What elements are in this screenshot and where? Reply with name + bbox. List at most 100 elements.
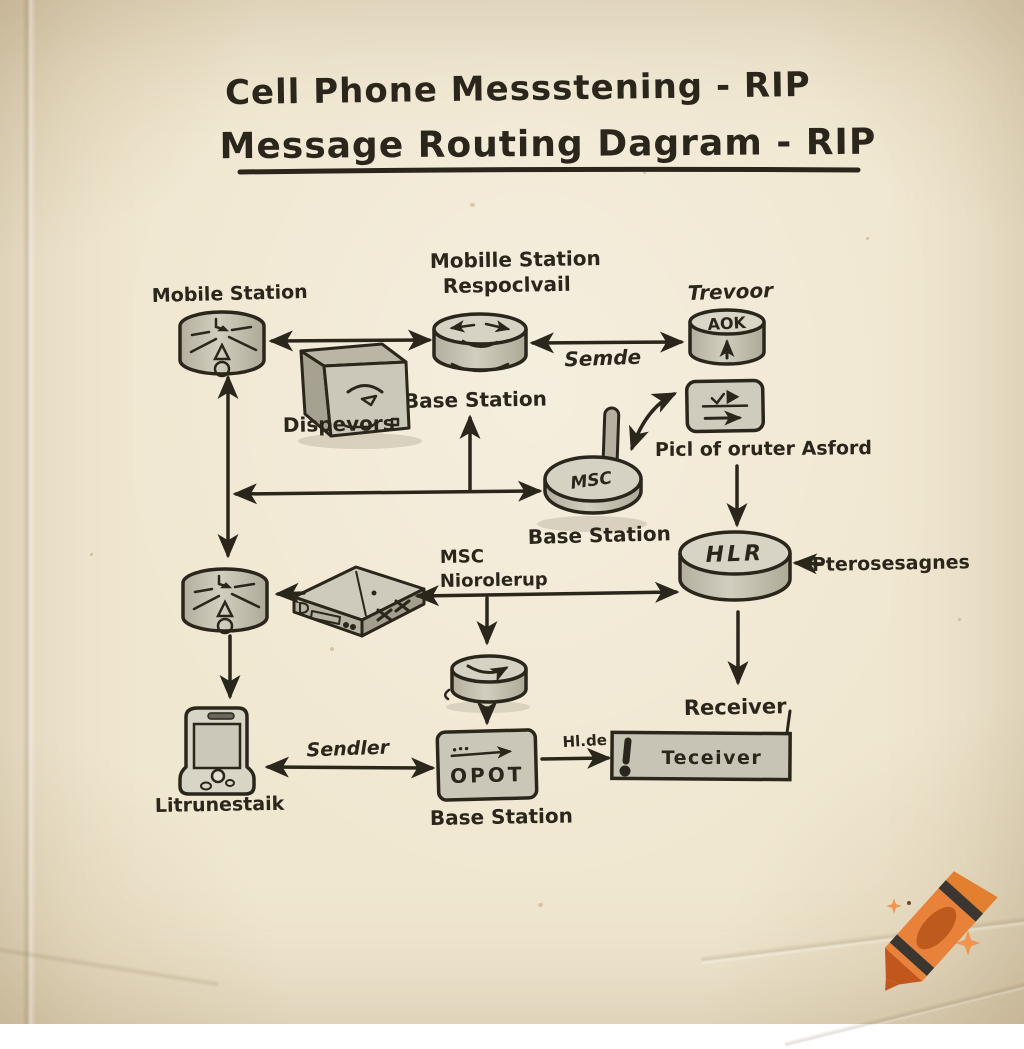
label-opot-face: OPOT — [450, 762, 525, 788]
label-central-router-line1: Mobille Station — [430, 246, 601, 273]
stroke — [444, 688, 451, 701]
node-mobile-station-top — [178, 310, 266, 378]
cylinder-top-face — [678, 530, 792, 576]
label-picl-of-oruter-asford: Picl of oruter Asford — [655, 437, 872, 461]
stroke — [299, 602, 309, 614]
paper-speck — [90, 553, 93, 556]
stroke — [390, 417, 400, 427]
crayon-cap — [944, 871, 998, 916]
node-ports-box — [684, 378, 766, 434]
stroke — [484, 320, 511, 333]
label-aok: AOK — [707, 313, 747, 334]
arrow-msc-to-ports-box — [629, 392, 678, 452]
arrow-router-to-trevoor — [529, 331, 685, 354]
speck-dot — [907, 901, 911, 905]
dome-top-face — [543, 455, 643, 503]
crayon-tip-point — [885, 978, 899, 991]
dial-symbols-icon — [189, 317, 258, 378]
crayon-icon — [884, 871, 998, 991]
shadow — [298, 433, 422, 449]
rotate-arrow-icon — [466, 664, 509, 682]
stroke — [230, 592, 261, 609]
stroke — [233, 582, 256, 589]
label-hlr-face: HLR — [705, 541, 764, 568]
arrows — [217, 329, 824, 779]
node-spool-cylinder — [444, 654, 530, 713]
stroke — [340, 420, 378, 429]
stroke — [192, 594, 221, 611]
stroke — [216, 617, 234, 635]
cylinder-top-face — [688, 308, 766, 336]
label-base-station-msc: Base Station — [528, 521, 672, 549]
crayon-stripe-bottom — [889, 934, 935, 976]
router-arrows-icon — [449, 320, 511, 373]
router-top-face — [432, 312, 528, 346]
arrow-bus-to-msc — [232, 480, 543, 505]
crayon-tip — [884, 947, 923, 985]
node-opot-box: OPOT — [435, 728, 539, 802]
stroke — [350, 624, 356, 630]
front-ports-icon — [299, 602, 356, 630]
label-pterosesagnes: Pterosesagnes — [812, 551, 970, 576]
crayon-oval — [916, 906, 957, 950]
paper-speck — [330, 647, 334, 651]
teceiver-box-icon — [610, 730, 792, 782]
label-base-station-opot: Base Station — [430, 804, 573, 830]
stroke — [190, 330, 211, 337]
node-phone — [178, 706, 256, 796]
inner-arrow-icon — [450, 746, 513, 759]
node-central-router — [432, 312, 528, 373]
label-trevoor: Trevoor — [687, 278, 774, 305]
label-msc-link-line1: MSC — [440, 546, 484, 568]
arrow-phone-to-opot — [264, 756, 436, 779]
stroke — [193, 587, 214, 594]
title-line-1: Cell Phone Messstening - RIP — [225, 65, 811, 113]
node-msc-dome: MSC — [537, 406, 647, 532]
speaker-glyph-icon — [340, 384, 400, 429]
stroke — [343, 622, 349, 628]
stroke — [701, 404, 749, 408]
stroke — [452, 748, 457, 752]
stroke — [461, 339, 499, 348]
crayon-stripe-top — [938, 880, 984, 922]
stroke — [189, 337, 218, 354]
phone-button — [225, 779, 235, 787]
crayon-collar — [884, 942, 927, 982]
stroke — [394, 599, 411, 613]
shadow — [537, 516, 647, 532]
title-line-2: Message Routing Dagram - RIP — [219, 122, 876, 168]
node-dispevors-box — [298, 342, 422, 449]
stroke — [376, 608, 393, 622]
title-underline — [237, 166, 861, 175]
label-mobile-station-top: Mobile Station — [152, 281, 308, 307]
label-msc-link-line2: Niorolerup — [440, 569, 548, 592]
label-hlde: Hl.de — [562, 731, 607, 751]
stroke — [310, 610, 341, 625]
paper-speck — [643, 171, 646, 174]
paper-speck — [470, 203, 475, 207]
arrow-mobile-to-router — [268, 329, 433, 352]
stroke — [346, 384, 384, 394]
routing-diagram-canvas: Cell Phone Messstening - RIP Message Rou… — [152, 65, 998, 991]
label-base-station-router: Base Station — [404, 387, 547, 413]
stroke — [726, 389, 740, 405]
paper-speck — [958, 618, 961, 621]
title-block: Cell Phone Messstening - RIP Message Rou… — [219, 65, 876, 175]
stroke — [710, 392, 726, 406]
arrow-note-to-hlr — [792, 553, 824, 575]
label-litrunestaik: Litrunestaik — [155, 793, 285, 817]
label-semde: Semde — [564, 345, 641, 372]
arrow-switch-to-mobile-left — [274, 582, 306, 604]
arrow-switch-to-hlr — [414, 581, 680, 607]
node-mobile-station-left — [181, 567, 269, 635]
node-hlr-db: HLR — [678, 530, 792, 602]
stroke — [227, 335, 258, 352]
stroke — [360, 394, 378, 407]
stroke — [230, 325, 253, 332]
ports-glyphs-icon — [701, 389, 749, 426]
label-receiver: Receiver — [684, 694, 788, 720]
stroke — [212, 342, 232, 361]
paper-crease-left — [22, 0, 36, 1024]
label-teceiver: Teceiver — [662, 747, 763, 769]
paper-speck — [866, 237, 869, 240]
